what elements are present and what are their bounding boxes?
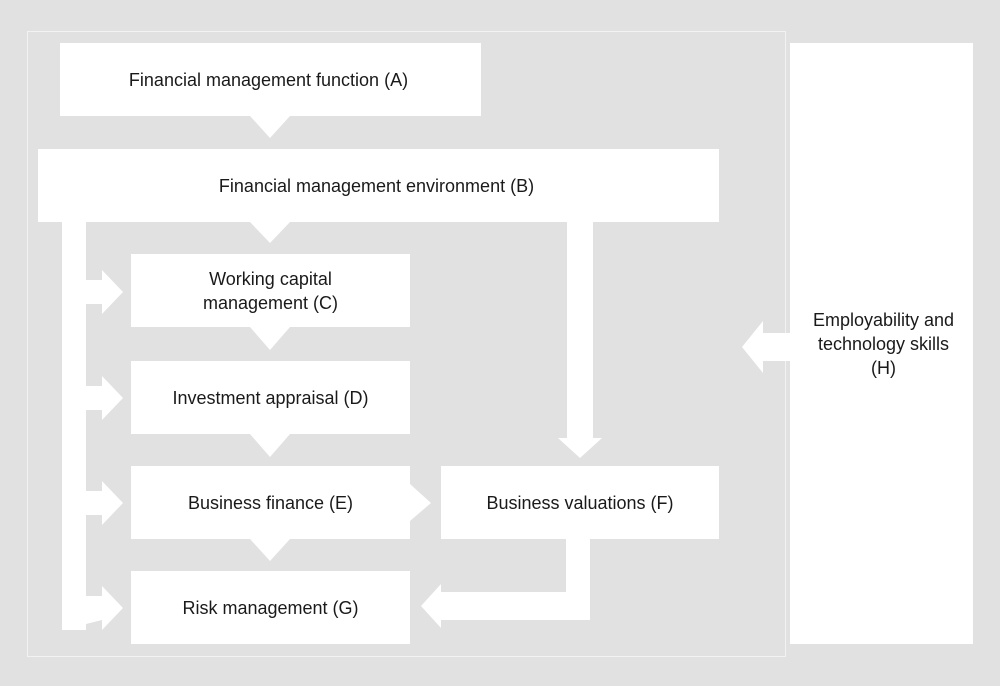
arrow-b-to-f <box>558 222 602 458</box>
arrow-a-to-b <box>250 116 290 138</box>
box-b-label: Financial management environment (B) <box>218 175 535 196</box>
box-d-label: Investment appraisal (D) <box>172 387 369 408</box>
box-c-label: Working capital management (C) <box>202 268 339 313</box>
box-a-label: Financial management function (A) <box>128 69 409 90</box>
box-business-valuations: Business valuations (F) <box>441 466 719 539</box>
box-working-capital-management: Working capital management (C) <box>131 254 410 327</box>
arrow-e-to-f <box>410 484 431 521</box>
arrow-e-to-g <box>250 539 290 561</box>
box-risk-management: Risk management (G) <box>131 571 410 644</box>
arrow-d-to-e <box>250 434 290 457</box>
box-e-label: Business finance (E) <box>187 492 354 513</box>
box-financial-management-environment: Financial management environment (B) <box>38 149 719 222</box>
arrow-c-to-d <box>250 327 290 350</box>
arrow-b-to-d-side <box>86 376 123 420</box>
box-g-label: Risk management (G) <box>182 597 359 618</box>
arrow-b-to-c-side <box>86 270 123 314</box>
arrow-h-to-frame <box>742 321 790 373</box>
arrow-b-to-e-side <box>86 481 123 525</box>
box-employability-technology-skills: Employability and technology skills (H) <box>790 43 973 644</box>
box-financial-management-function: Financial management function (A) <box>60 43 481 116</box>
box-investment-appraisal: Investment appraisal (D) <box>131 361 410 434</box>
box-h-label: Employability and technology skills (H) <box>812 309 955 378</box>
arrow-b-to-g-side <box>62 586 123 630</box>
arrow-f-to-g <box>421 539 590 628</box>
arrow-b-to-c <box>250 222 290 243</box>
box-f-label: Business valuations (F) <box>486 492 674 513</box>
box-business-finance: Business finance (E) <box>131 466 410 539</box>
left-bus-line <box>62 222 86 630</box>
